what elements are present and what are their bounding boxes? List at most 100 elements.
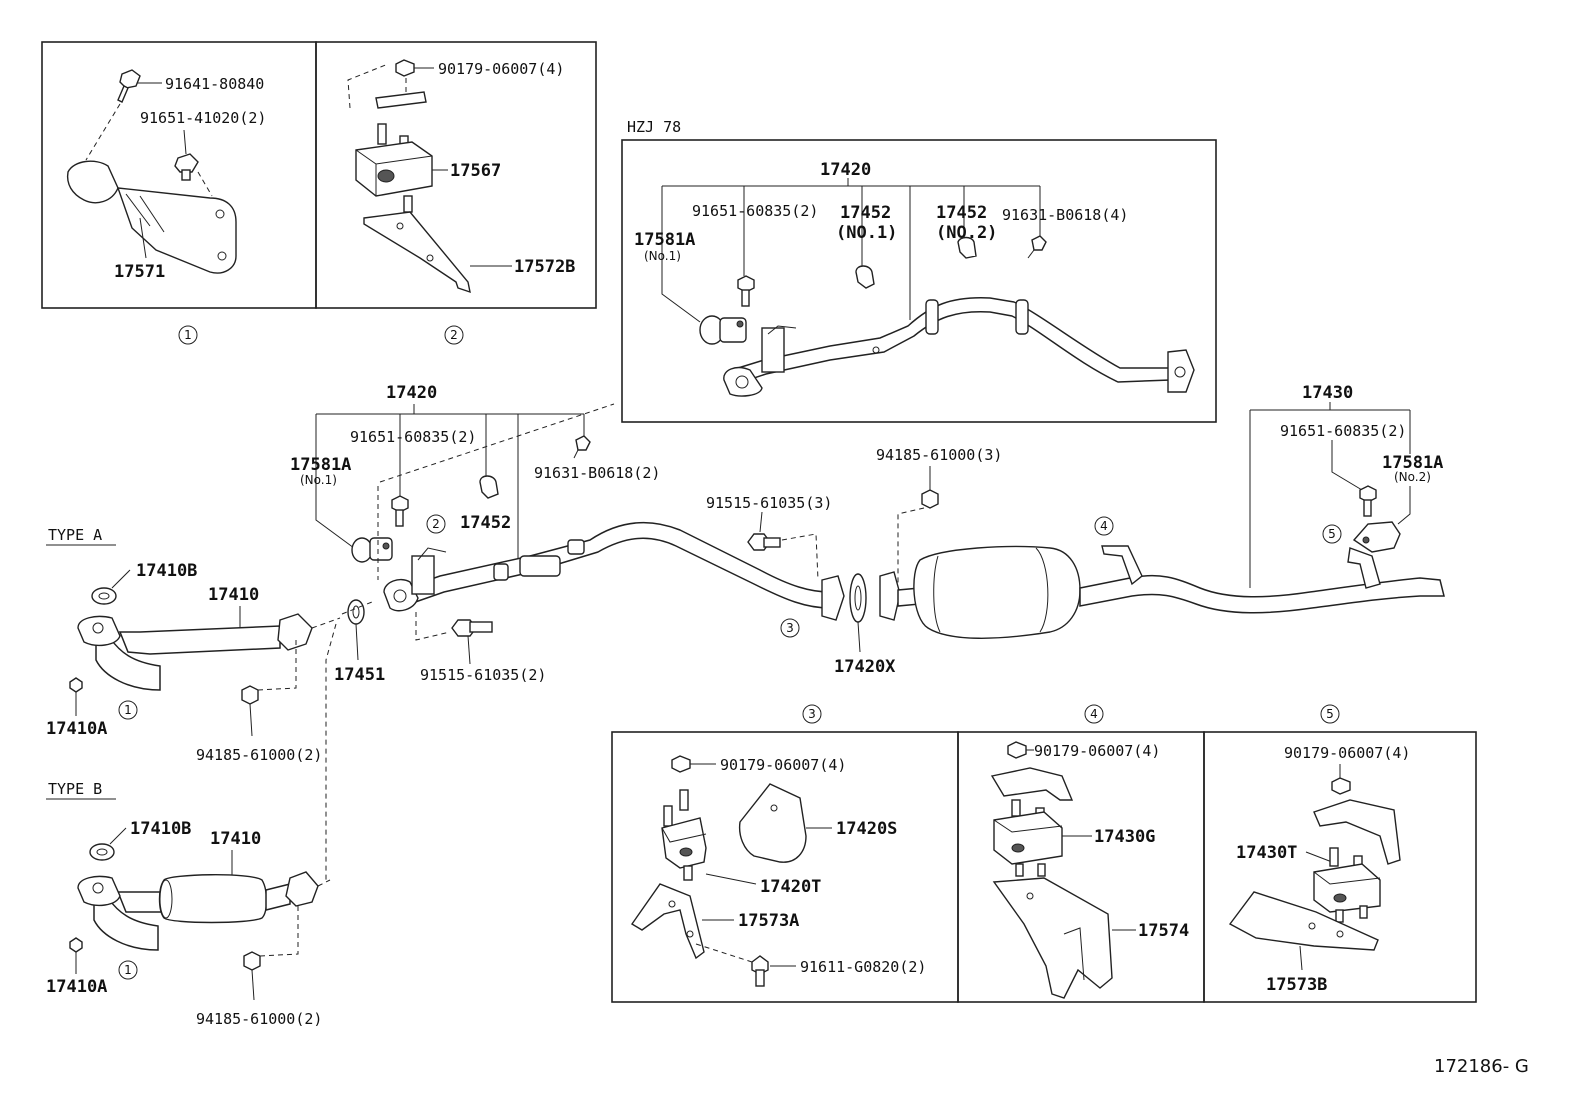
gasket-17410b bbox=[91, 587, 117, 605]
nut-icon bbox=[671, 755, 691, 773]
inset-5-mount-17430t: 90179-06007(4) 17430T 17573B bbox=[1203, 731, 1477, 1003]
inset-hzj78-front-pipe: HZJ 78 17420 91651-60835(2) 17452 (NO.1)… bbox=[621, 118, 1217, 423]
label-91611-g0820: 91611-G0820(2) bbox=[800, 958, 926, 976]
label-17581a-hzj: 17581A bbox=[634, 230, 695, 250]
bracket-plate-17572b bbox=[363, 211, 471, 294]
label-94185-61000-2-b: 94185-61000(2) bbox=[196, 1010, 322, 1028]
svg-text:1: 1 bbox=[124, 703, 132, 717]
front-exhaust-pipe-17420 bbox=[383, 521, 845, 621]
label-91641-80840: 91641-80840 bbox=[165, 75, 264, 93]
label-no2-rear: (No.2) bbox=[1394, 470, 1431, 484]
hanger-bracket-17571 bbox=[66, 160, 237, 274]
rubber-isolator-17567 bbox=[355, 123, 433, 213]
label-17567: 17567 bbox=[450, 161, 501, 181]
label-type-b: TYPE B bbox=[48, 780, 102, 798]
bolt-icon bbox=[737, 275, 755, 307]
bracket-17420s bbox=[738, 783, 807, 863]
inset-1-bracket-17571: 91641-80840 91651-41020(2) 17571 bbox=[41, 41, 317, 309]
label-17410a-b: 17410A bbox=[46, 977, 107, 997]
gasket-17420x bbox=[849, 573, 867, 623]
label-hzj78: HZJ 78 bbox=[627, 118, 681, 136]
svg-text:4: 4 bbox=[1090, 707, 1098, 721]
label-90179-06007-box4: 90179-06007(4) bbox=[1034, 742, 1160, 760]
svg-text:3: 3 bbox=[786, 621, 794, 635]
label-17430g: 17430G bbox=[1094, 827, 1155, 847]
label-17420-main: 17420 bbox=[386, 383, 437, 403]
bolt-icon bbox=[391, 495, 409, 527]
label-17420x: 17420X bbox=[834, 657, 896, 677]
bolt-icon bbox=[751, 955, 769, 987]
label-17410b-a: 17410B bbox=[136, 561, 197, 581]
clamp-icon bbox=[957, 236, 977, 259]
bolt-icon bbox=[573, 435, 591, 459]
gasket-17451 bbox=[347, 599, 365, 625]
inset-2-mount-17567: 90179-06007(4) 17567 17572B bbox=[315, 41, 597, 309]
front-pipe-callouts: 17420 91651-60835(2) 17581A (No.1) 91631… bbox=[290, 383, 660, 684]
label-17410-b: 17410 bbox=[210, 829, 261, 849]
label-91631-b0618-main: 91631-B0618(2) bbox=[534, 464, 660, 482]
circle-ref-4-bottom: 4 bbox=[1084, 704, 1104, 724]
muffler-tail-pipe-17430 bbox=[879, 545, 1445, 639]
label-91651-60835-hzj: 91651-60835(2) bbox=[692, 202, 818, 220]
inset-3-mount-17420t: 90179-06007(4) 17420S 17420T 17573A bbox=[611, 731, 959, 1003]
label-17410-a: 17410 bbox=[208, 585, 259, 605]
inset-4-mount-17430g: 90179-06007(4) 17430G 17574 bbox=[957, 731, 1205, 1003]
rubber-isolator-17430g bbox=[993, 799, 1063, 877]
svg-text:2: 2 bbox=[450, 328, 458, 342]
circle-ref-3-main: 3 bbox=[780, 618, 800, 638]
label-94185-61000-2-a: 94185-61000(2) bbox=[196, 746, 322, 764]
label-no1-hzj: (No.1) bbox=[644, 249, 681, 263]
label-17571: 17571 bbox=[114, 262, 165, 282]
svg-text:5: 5 bbox=[1326, 707, 1334, 721]
label-91651-41020: 91651-41020(2) bbox=[140, 109, 266, 127]
svg-text:2: 2 bbox=[432, 517, 440, 531]
label-17451: 17451 bbox=[334, 665, 385, 685]
label-17420-hzj: 17420 bbox=[820, 160, 871, 180]
svg-text:1: 1 bbox=[184, 328, 192, 342]
hanger-rubber-17581a-no2 bbox=[1352, 521, 1401, 553]
bolt-icon bbox=[1027, 235, 1047, 259]
label-17452-no2-hzj: 17452 bbox=[936, 203, 987, 223]
svg-text:4: 4 bbox=[1100, 519, 1108, 533]
circle-ref-5-bottom: 5 bbox=[1320, 704, 1340, 724]
label-91651-60835-rear: 91651-60835(2) bbox=[1280, 422, 1406, 440]
label-91631-b0618-hzj: 91631-B0618(4) bbox=[1002, 206, 1128, 224]
clamp-icon bbox=[479, 475, 499, 499]
circle-ref-1-b: 1 bbox=[118, 960, 138, 980]
label-17452-no1-hzj: 17452 bbox=[840, 203, 891, 223]
label-91515-61035-2: 91515-61035(2) bbox=[420, 666, 546, 684]
svg-text:1: 1 bbox=[124, 963, 132, 977]
bracket-17573a bbox=[630, 883, 705, 960]
label-17430: 17430 bbox=[1302, 383, 1353, 403]
front-exhaust-pipe-hzj78 bbox=[723, 297, 1195, 397]
label-17581a-main: 17581A bbox=[290, 455, 351, 475]
hanger-rubber-17581a bbox=[699, 315, 747, 345]
nut-icon bbox=[243, 951, 261, 971]
diagram-reference-number: 172186- G bbox=[1434, 1056, 1529, 1077]
nut-icon bbox=[395, 59, 415, 77]
label-94185-61000-3: 94185-61000(3) bbox=[876, 446, 1002, 464]
label-17452-no2-sub: (NO.2) bbox=[936, 223, 997, 243]
label-90179-06007-box3: 90179-06007(4) bbox=[720, 756, 846, 774]
circle-ref-3-bottom: 3 bbox=[802, 704, 822, 724]
label-17452-no1-sub: (NO.1) bbox=[836, 223, 897, 243]
type-a-manifold-pipe: TYPE A 17410B 17410 17410A 1 94185-61000… bbox=[46, 526, 341, 764]
label-17574: 17574 bbox=[1138, 921, 1189, 941]
bolt-icon bbox=[747, 533, 781, 551]
nut-icon bbox=[1331, 777, 1351, 795]
svg-text:5: 5 bbox=[1328, 527, 1336, 541]
label-91515-61035-3: 91515-61035(3) bbox=[706, 494, 832, 512]
circle-ref-2-top: 2 bbox=[444, 325, 464, 345]
label-17573a: 17573A bbox=[738, 911, 799, 931]
bolt-icon bbox=[117, 69, 141, 103]
label-90179-06007-box2: 90179-06007(4) bbox=[438, 60, 564, 78]
bracket-17574 bbox=[992, 877, 1113, 999]
svg-text:3: 3 bbox=[808, 707, 816, 721]
rubber-isolator-17420t bbox=[661, 789, 707, 881]
bolt-icon bbox=[1359, 485, 1377, 517]
label-17410b-b: 17410B bbox=[130, 819, 191, 839]
hanger-rubber-17581a bbox=[351, 537, 393, 563]
label-no1-main: (No.1) bbox=[300, 473, 337, 487]
bolt-icon bbox=[174, 153, 199, 181]
